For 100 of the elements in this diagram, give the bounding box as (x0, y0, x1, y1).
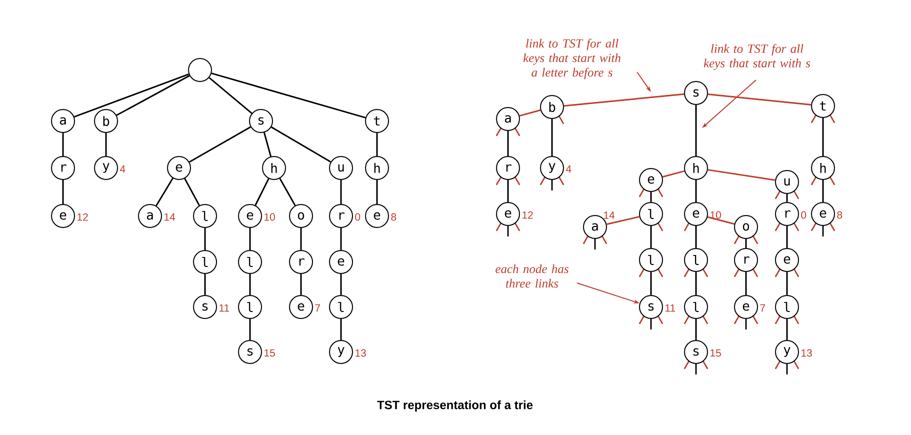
tree-node: h (811, 156, 835, 180)
tree-link (184, 178, 200, 206)
tree-link (708, 93, 812, 106)
tree-link (204, 274, 206, 295)
value-label: 4 (566, 165, 572, 173)
tree-link (340, 274, 342, 295)
tree-link (745, 272, 747, 295)
tree-link (376, 180, 378, 204)
tree-node: l (684, 294, 708, 319)
tree-link (822, 180, 824, 202)
tree-link (745, 239, 747, 248)
tree-node: s (639, 294, 663, 319)
tree-link (376, 133, 378, 156)
value-label: 14 (164, 213, 176, 221)
tree-link (564, 93, 684, 107)
tree-node: y (94, 156, 118, 180)
value-label: 8 (391, 213, 396, 221)
value-label: 10 (264, 213, 275, 221)
tree-node: e (238, 204, 262, 228)
tree-node: e (775, 248, 799, 272)
tree-node (188, 58, 212, 82)
tree-link (249, 274, 251, 295)
tree-link (695, 318, 697, 340)
value-label: 15 (710, 349, 721, 357)
tree-node: y (540, 156, 564, 180)
tree-link (116, 75, 190, 116)
tree-link (786, 194, 788, 202)
tree-node: r (51, 156, 75, 180)
value-label: 12 (78, 213, 88, 221)
value-label: 7 (760, 304, 765, 312)
tree-link (270, 126, 332, 163)
value-label: 0 (801, 211, 806, 219)
tree-link (695, 272, 697, 295)
value-label: 4 (120, 165, 126, 173)
tree-link (650, 272, 652, 295)
tree-link (254, 178, 270, 206)
tree-link (208, 77, 252, 114)
tree-link (263, 132, 272, 157)
tree-link (62, 180, 64, 204)
tree-node: l (639, 248, 663, 272)
value-label: 11 (666, 304, 676, 312)
tree-link (606, 216, 640, 225)
value-label: 11 (220, 304, 230, 312)
tree-node: e (639, 168, 663, 192)
annotation-text: link to TST for all keys that start with s (704, 44, 810, 70)
tree-node: h (684, 156, 708, 180)
tree-node: r (734, 248, 758, 272)
tree-node: l (775, 294, 799, 319)
value-label: 14 (604, 212, 615, 219)
tree-link (662, 170, 685, 178)
tree-node: y (329, 340, 353, 364)
tree-node: h (365, 156, 389, 180)
tree-link (507, 180, 509, 202)
tree-node: e (289, 294, 313, 319)
tree-link (695, 104, 697, 156)
tree-node: e (684, 202, 708, 226)
tree-link (707, 216, 735, 225)
tree-link (204, 228, 206, 250)
tree-node: e (811, 202, 835, 226)
tree-link (650, 226, 652, 248)
tree-node: s (193, 294, 217, 319)
tree-link (786, 272, 788, 295)
tree-node: e (51, 204, 75, 228)
tree-link (708, 169, 776, 181)
tree-node: y (775, 340, 799, 364)
value-label: 8 (837, 211, 842, 219)
value-label: 13 (356, 349, 366, 357)
value-label: 12 (522, 211, 533, 219)
tree-node: a (51, 109, 75, 133)
tree-node: e (365, 204, 389, 228)
tree-link (211, 72, 366, 118)
tree-node: l (238, 250, 262, 274)
tree-node: e (329, 250, 353, 274)
value-label: 0 (355, 213, 360, 221)
tree-link (822, 118, 824, 156)
tree-link (249, 228, 251, 250)
tree-link (695, 180, 697, 202)
tree-node: h (262, 156, 286, 180)
tree-node: t (365, 109, 389, 133)
tree-link (189, 126, 251, 163)
tree-node: t (811, 94, 835, 118)
tree-link (551, 119, 553, 156)
tree-link (340, 180, 342, 204)
tree-node: o (734, 214, 758, 239)
tree-link (340, 318, 342, 340)
tree-link (156, 178, 174, 206)
tree-node: r (329, 204, 353, 228)
tree-node: l (193, 250, 217, 274)
tree-node: u (775, 170, 799, 194)
tree-node: e (496, 202, 520, 226)
tree-node: s (249, 109, 273, 133)
caption: TST representation of a trie (377, 400, 533, 412)
value-label: 15 (264, 349, 275, 357)
tree-link (74, 73, 190, 118)
tree-link (695, 226, 697, 248)
tree-node: o (289, 204, 313, 228)
tree-link (650, 192, 652, 202)
tree-link (279, 178, 296, 206)
tree-node: s (684, 81, 708, 105)
tree-node: s (238, 340, 262, 364)
